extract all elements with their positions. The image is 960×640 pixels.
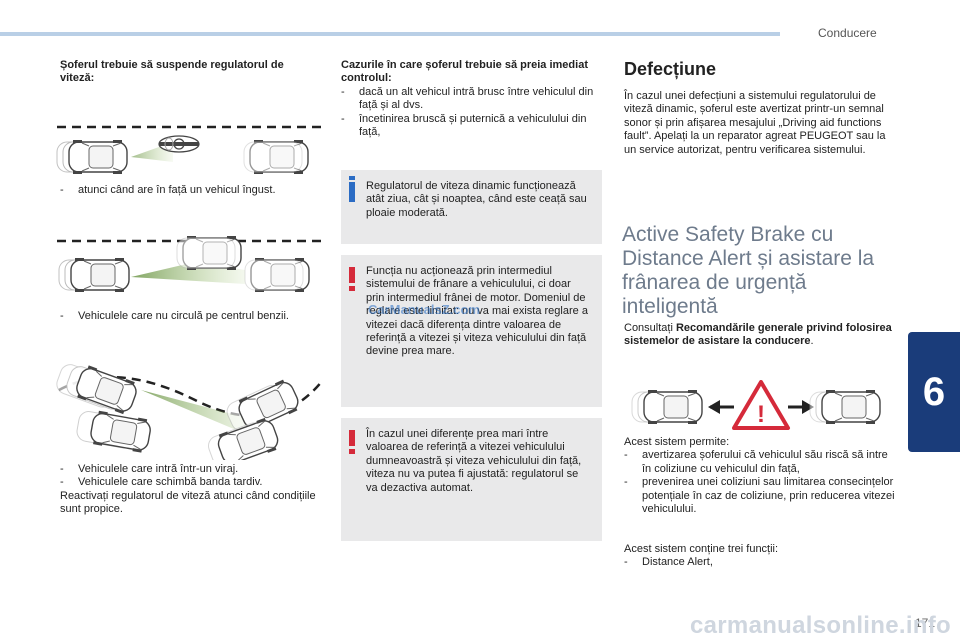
suspend-list-bottom: - Vehiculele care intră într-un viraj. -…: [60, 463, 330, 517]
warning-box-text: În cazul unei diferențe prea mari între …: [366, 428, 582, 494]
reactivate-note: Reactivați regulatorul de viteză atunci …: [60, 489, 316, 516]
chapter-title: Conducere: [818, 26, 877, 40]
consult-suffix: .: [810, 335, 814, 348]
illustration-narrow-vehicle: [56, 125, 323, 175]
allows-section: Acest sistem permite: - avertizarea șofe…: [624, 436, 896, 516]
list-item-text: prevenirea unei coliziuni sau limitarea …: [642, 476, 895, 516]
defect-title: Defecțiune: [624, 59, 717, 79]
list-dash: -: [341, 85, 345, 98]
list-item: - dacă un alt vehicul intră brusc între …: [341, 86, 603, 113]
page-number: 171: [915, 616, 936, 630]
list-item-text: Vehiculele care schimbă banda tardiv.: [78, 476, 263, 489]
watermark-inline: CarManualsZ.com: [368, 302, 480, 317]
consult-note: Consultați Recomandările generale privin…: [624, 322, 894, 349]
list-item-text: Distance Alert,: [642, 556, 713, 569]
list-item-text: încetinirea bruscă și puternică a vehicu…: [359, 112, 587, 139]
list-item-text: Vehiculele care intră într-un viraj.: [78, 463, 239, 475]
list-item: - Vehiculele care nu circulă pe centrul …: [60, 310, 330, 323]
contains-intro: Acest sistem conține trei funcții:: [624, 543, 779, 555]
motorcycle-icon: [158, 135, 200, 153]
list-item: - Vehiculele care intră într-un viraj.: [60, 463, 330, 476]
list-item-text: avertizarea șoferului că vehiculul său r…: [642, 449, 888, 475]
list-item-text: Vehiculele care nu circulă pe centrul be…: [78, 310, 289, 322]
warning-icon: [349, 267, 355, 291]
list-item: - prevenirea unei coliziuni sau limitare…: [624, 476, 896, 516]
illustration-curve: [55, 361, 324, 460]
list-item: - încetinirea bruscă și puternică a vehi…: [341, 113, 603, 140]
take-control-heading: Cazurile în care șoferul trebuie să prei…: [341, 59, 588, 85]
list-dash: -: [341, 112, 345, 125]
chapter-tab: 6: [908, 332, 960, 452]
list-item-text: atunci când are în față un vehicul îngus…: [78, 184, 276, 196]
list-dash: -: [60, 476, 64, 489]
warning-box: În cazul unei diferențe prea mari între …: [341, 418, 602, 541]
consult-link-text: Recomandările generale privind folosirea…: [624, 322, 892, 348]
info-box-text: Regulatorul de viteza dinamic funcționea…: [366, 180, 587, 219]
list-dash: -: [60, 184, 64, 196]
warning-icon: [349, 430, 355, 454]
list-dash: -: [624, 556, 628, 569]
warning-box-text: Funcția nu acționează prin intermediul s…: [366, 265, 588, 358]
illustration-collision-warning: !: [631, 380, 881, 430]
watermark-footer: carmanualsonline.info: [690, 612, 952, 639]
list-item: - atunci când are în față un vehicul îng…: [60, 184, 330, 197]
list-item-text: dacă un alt vehicul intră brusc între ve…: [359, 85, 594, 112]
list-item: - Vehiculele care schimbă banda tardiv.: [60, 476, 330, 489]
list-dash: -: [60, 310, 64, 322]
info-icon: [349, 176, 355, 202]
warning-box: Funcția nu acționează prin intermediul s…: [341, 255, 602, 407]
warning-triangle-icon: !: [732, 380, 790, 430]
list-dash: -: [60, 463, 64, 475]
list-dash: -: [624, 476, 628, 489]
list-dash: -: [624, 449, 628, 462]
top-bar: [0, 32, 780, 36]
list-item: - avertizarea șoferului că vehiculul său…: [624, 449, 896, 476]
suspend-heading: Șoferul trebuie să suspende regulatorul …: [60, 59, 284, 85]
list-item: - Distance Alert,: [624, 556, 896, 569]
warning-symbol: !: [757, 401, 765, 428]
consult-prefix: Consultați: [624, 322, 676, 334]
defect-text: În cazul unei defecțiuni a sistemului re…: [624, 90, 886, 156]
take-control-section: Cazurile în care șoferul trebuie să prei…: [341, 59, 603, 139]
info-box: Regulatorul de viteza dinamic funcționea…: [341, 170, 602, 244]
allows-intro: Acest sistem permite:: [624, 436, 730, 448]
contains-section: Acest sistem conține trei funcții: - Dis…: [624, 543, 896, 570]
asb-title: Active Safety Brake cu Distance Alert și…: [622, 223, 875, 318]
illustration-off-center: [57, 235, 323, 293]
